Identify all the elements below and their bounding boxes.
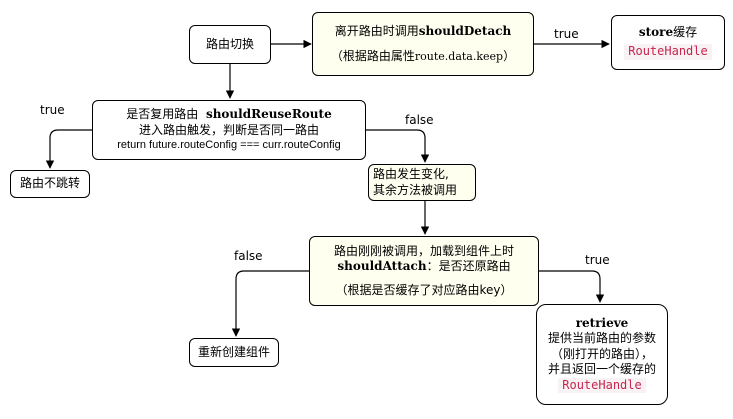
node-store-title: store缓存 xyxy=(639,25,697,41)
node-retrieve-line3: 并且返回一个缓存的 xyxy=(547,362,656,377)
node-store: store缓存 RouteHandle xyxy=(611,15,725,70)
node-store-code-wrap: RouteHandle xyxy=(624,44,712,60)
edge-label-attach-true: true xyxy=(585,253,610,267)
node-should-reuse-line3: return future.routeConfig === curr.route… xyxy=(117,139,341,152)
edge-label-attach-false: false xyxy=(234,249,263,263)
node-should-detach-title: 离开路由时调用shouldDetach xyxy=(335,24,512,40)
edge-label-reuse-false: false xyxy=(405,113,434,127)
node-retrieve-method: retrieve xyxy=(575,315,629,330)
node-should-attach: 路由刚刚被调用，加载到组件上时 shouldAttach：是否还原路由 （根据是… xyxy=(309,236,539,306)
node-should-reuse-prefix: 是否复用路由 xyxy=(126,107,199,122)
node-retrieve: retrieve 提供当前路由的参数 （刚打开的路由）， 并且返回一个缓存的 R… xyxy=(536,304,668,405)
node-should-attach-method: shouldAttach xyxy=(337,259,427,274)
node-retrieve-code: RouteHandle xyxy=(558,377,646,394)
node-route-switch-label: 路由切换 xyxy=(205,36,254,51)
node-should-detach-prefix: 离开路由时调用 xyxy=(334,23,419,38)
node-should-detach: 离开路由时调用shouldDetach （根据路由属性route.data.ke… xyxy=(312,12,534,76)
node-should-detach-note-suffix: ） xyxy=(503,48,516,63)
node-store-suffix: 缓存 xyxy=(673,25,698,40)
node-retrieve-code-wrap: RouteHandle xyxy=(558,377,646,394)
edge-reuse-to-nojump xyxy=(45,129,92,169)
node-recreate: 重新创建组件 xyxy=(189,338,279,367)
node-route-changed-line2: 其余方法被调用 xyxy=(373,182,458,197)
node-should-attach-note: （根据是否缓存了对应路由key） xyxy=(335,282,513,297)
node-no-jump: 路由不跳转 xyxy=(10,170,90,198)
edge-attach-to-retrieve xyxy=(539,270,605,303)
node-route-changed-line1: 路由发生变化, xyxy=(373,166,449,181)
node-retrieve-line1: 提供当前路由的参数 xyxy=(547,331,656,346)
node-should-attach-method-suffix: ：是否还原路由 xyxy=(426,259,511,274)
edge-label-reuse-true: true xyxy=(40,103,65,117)
node-route-changed: 路由发生变化, 其余方法被调用 xyxy=(368,164,476,201)
node-retrieve-line2: （刚打开的路由）， xyxy=(550,346,653,361)
node-no-jump-label: 路由不跳转 xyxy=(19,176,80,191)
node-should-detach-method: shouldDetach xyxy=(418,23,512,38)
node-store-method: store xyxy=(638,25,674,40)
node-route-switch: 路由切换 xyxy=(189,25,271,64)
node-should-reuse-method: shouldReuseRoute xyxy=(205,107,332,122)
node-should-attach-line1: 路由刚刚被调用，加载到组件上时 xyxy=(333,243,514,258)
node-should-reuse-title: 是否复用路由 shouldReuseRoute xyxy=(126,107,331,123)
edge-reuse-to-changed xyxy=(366,129,430,163)
node-should-detach-note-prefix: （根据路由属性 xyxy=(330,48,415,63)
node-should-reuse: 是否复用路由 shouldReuseRoute 进入路由触发，判断是否同一路由 … xyxy=(92,100,366,160)
node-should-attach-title: shouldAttach：是否还原路由 xyxy=(337,259,510,275)
edge-label-detach-true: true xyxy=(554,27,579,41)
node-should-detach-note-code: route.data.keep xyxy=(414,49,504,63)
node-should-reuse-line2: 进入路由触发，判断是否同一路由 xyxy=(138,122,319,137)
node-should-detach-note: （根据路由属性route.data.keep） xyxy=(331,49,515,65)
node-recreate-label: 重新创建组件 xyxy=(197,344,270,359)
node-store-code: RouteHandle xyxy=(624,44,712,60)
edge-attach-to-recreate xyxy=(231,270,309,337)
